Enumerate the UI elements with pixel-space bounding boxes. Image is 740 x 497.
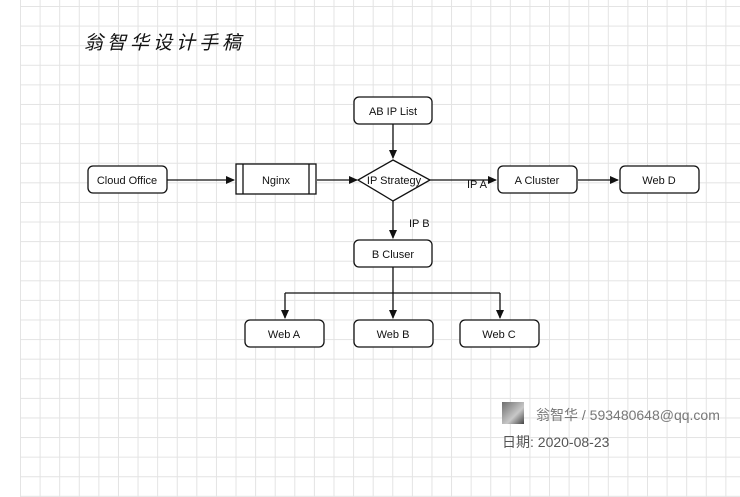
node-nginx: Nginx xyxy=(235,163,317,195)
node-cloud-office: Cloud Office xyxy=(87,165,168,194)
svg-text:A Cluster: A Cluster xyxy=(515,175,560,187)
node-ab-ip-list: AB IP List xyxy=(353,96,433,125)
svg-text:Cloud Office: Cloud Office xyxy=(97,175,157,187)
date-label: 日期: 2020-08-23 xyxy=(502,434,610,450)
svg-text:Web B: Web B xyxy=(377,329,410,341)
svg-text:Nginx: Nginx xyxy=(262,175,291,187)
node-web-c: Web C xyxy=(459,319,540,348)
handwritten-title: 翁智华设计手稿 xyxy=(84,32,246,54)
svg-text:AB IP List: AB IP List xyxy=(369,106,417,118)
author-avatar xyxy=(502,402,524,424)
edge-label-ip-a: IP A xyxy=(467,179,488,191)
node-ip-strategy: IP Strategy xyxy=(356,159,432,202)
svg-text:Web A: Web A xyxy=(268,329,301,341)
edge-bcluser-webs xyxy=(285,267,500,294)
svg-text:B Cluser: B Cluser xyxy=(372,249,415,261)
node-b-cluser: B Cluser xyxy=(353,239,433,268)
svg-text:Web C: Web C xyxy=(482,329,515,341)
svg-text:Web D: Web D xyxy=(642,175,675,187)
node-web-b: Web B xyxy=(353,319,434,348)
node-web-d: Web D xyxy=(619,165,700,194)
edge-label-ip-b: IP B xyxy=(409,218,430,230)
author-watermark: 翁智华 / 593480648@qq.com xyxy=(536,407,720,423)
svg-text:IP Strategy: IP Strategy xyxy=(367,175,422,187)
node-a-cluster: A Cluster xyxy=(497,165,578,194)
node-web-a: Web A xyxy=(244,319,325,348)
